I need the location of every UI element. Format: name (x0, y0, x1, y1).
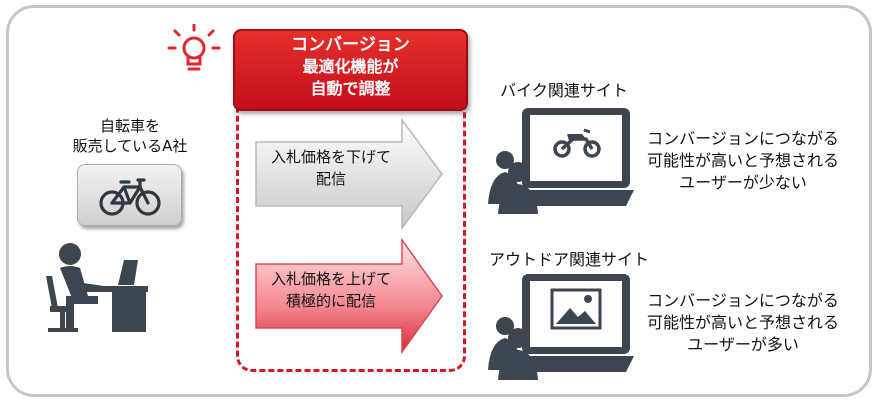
site-bike-description: コンバージョンにつながる 可能性が高いと予想される ユーザーが少ない (624, 128, 862, 194)
site-bike-desc-line2: 可能性が高いと予想される (646, 151, 839, 170)
raise-bid-label: 入札価格を上げて 積極的に配信 (256, 268, 406, 312)
bike-site-laptop (488, 108, 634, 214)
site-outdoor-desc-line3: ユーザーが多い (687, 335, 799, 354)
person-at-desk-icon (46, 243, 148, 332)
lower-bid-arrow (255, 118, 443, 230)
site-bike-desc-line1: コンバージョンにつながる (647, 129, 839, 148)
feature-title-line3: 自動で調整 (310, 79, 391, 98)
company-label-line1: 自転車を (99, 117, 160, 135)
site-bike-name: バイク関連サイト (500, 81, 628, 100)
bicycle-icon (99, 178, 161, 216)
lightbulb-icon (167, 24, 221, 71)
landscape-image-icon (550, 288, 602, 330)
company-label: 自転車を 販売しているA社 (55, 116, 205, 156)
bicycle-product-box (77, 164, 182, 226)
site-outdoor-description: コンバージョンにつながる 可能性が高いと予想される ユーザーが多い (624, 290, 862, 356)
company-label-line2: 販売しているA社 (72, 137, 188, 155)
lower-bid-line2: 配信 (315, 170, 346, 188)
raise-bid-line1: 入札価格を上げて (270, 270, 391, 288)
feature-title-line2: 最適化機能が (302, 57, 399, 76)
lower-bid-label: 入札価格を下げて 配信 (256, 146, 406, 190)
raise-bid-line2: 積極的に配信 (285, 292, 376, 310)
site-bike-desc-line3: ユーザーが少ない (679, 173, 807, 192)
site-outdoor-desc-line1: コンバージョンにつながる (647, 291, 839, 310)
site-outdoor-name: アウトドア関連サイト (488, 250, 649, 269)
conversion-optimization-box: コンバージョン 最適化機能が 自動で調整 (233, 29, 468, 111)
raise-bid-arrow (255, 238, 443, 354)
site-outdoor-desc-line2: 可能性が高いと予想される (646, 313, 839, 332)
lower-bid-line1: 入札価格を下げて (270, 148, 391, 166)
outdoor-site-laptop (488, 274, 634, 380)
feature-title-line1: コンバージョン (291, 35, 410, 55)
